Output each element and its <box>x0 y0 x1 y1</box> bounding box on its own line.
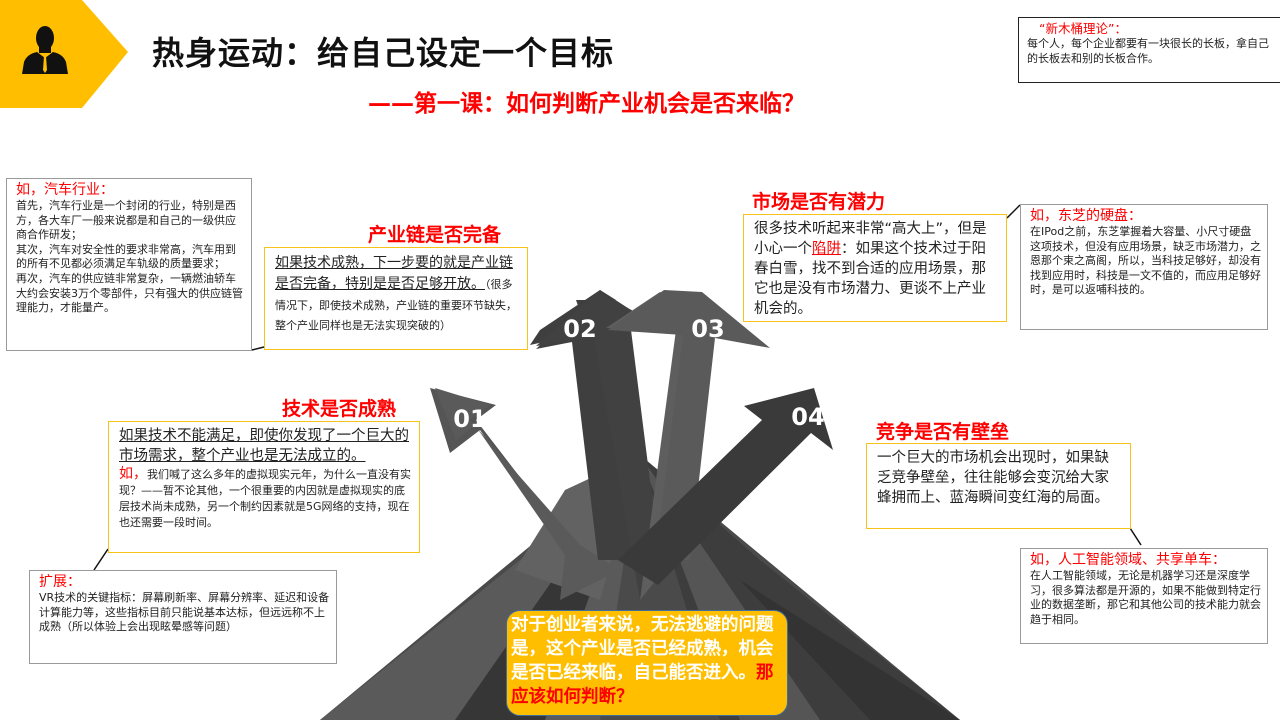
vr-extension-box: 扩展： VR技术的关键指标：屏幕刷新率、屏幕分辨率、延迟和设备计算能力等，这些指… <box>29 570 337 664</box>
vr-extension-body: VR技术的关键指标：屏幕刷新率、屏幕分辨率、延迟和设备计算能力等，这些指标目前只… <box>39 591 330 634</box>
market-main-before: 很多技术听起来非常“高大上”，但是小心一个 <box>754 221 987 257</box>
tech-example-prefix: 如， <box>119 466 147 482</box>
tech-main: 如果技术不能满足，即使你发现了一个巨大的市场需求，整个产业也是无法成立的。 <box>119 428 409 464</box>
toshiba-example-box: 如，东芝的硬盘： 在IPod之前，东芝掌握着大容量、小尺寸硬盘这项技术，但没有应… <box>1020 204 1268 330</box>
tech-example-body: 我们喊了这么多年的虚拟现实元年，为什么一直没有实现？——暂不论其他，一个很重要的… <box>119 468 411 529</box>
header-badge <box>0 0 128 108</box>
person-silhouette-icon <box>22 26 68 74</box>
arrow-04 <box>618 388 833 585</box>
arrow-number-01: 01 <box>453 405 486 433</box>
market-box: 很多技术听起来非常“高大上”，但是小心一个陷阱：如果这个技术过于阳春白雪，找不到… <box>743 214 1007 322</box>
connector-tech-vr <box>93 548 109 571</box>
chain-heading: 产业链是否完备 <box>368 224 502 246</box>
market-trap-link[interactable]: 陷阱 <box>812 241 841 257</box>
arrow-number-02: 02 <box>563 315 596 343</box>
arrow-02 <box>530 290 672 600</box>
theory-body: 每个人，每个企业都要有一块很长的长板，拿自己的长板去和别的长板合作。 <box>1027 37 1269 65</box>
connector-competition-ai <box>1129 527 1142 546</box>
arrow-number-04: 04 <box>791 403 824 431</box>
tech-box: 如果技术不能满足，即使你发现了一个巨大的市场需求，整个产业也是无法成立的。 如，… <box>108 421 420 553</box>
page-title: 热身运动：给自己设定一个目标 <box>152 34 615 72</box>
connector-market-toshiba <box>1006 204 1021 219</box>
center-callout: 对于创业者来说，无法逃避的问题是，这个产业是否已经成熟，机会是否已经来临，自己能… <box>506 610 788 716</box>
ai-example-title: 如，人工智能领域、共享单车： <box>1030 552 1226 568</box>
connector-auto-chain <box>251 346 265 351</box>
competition-heading: 竞争是否有壁垒 <box>876 421 1010 443</box>
auto-example-body: 首先，汽车行业是一个封闭的行业，特别是西方，各大车厂一般来说都是和自己的一级供应… <box>16 199 243 315</box>
arrow-03 <box>606 290 770 600</box>
theory-title: “新木桶理论”： <box>1039 21 1127 36</box>
vr-extension-title: 扩展： <box>39 574 81 590</box>
toshiba-example-body: 在IPod之前，东芝掌握着大容量、小尺寸硬盘这项技术，但没有应用场景，缺乏市场潜… <box>1030 225 1261 297</box>
chain-note: （很多情况下，即使技术成熟，产业链的重要环节缺失，整个产业同样也是无法实现突破的… <box>275 278 517 332</box>
theory-box: “新木桶理论”： 每个人，每个企业都要有一块很长的长板，拿自己的长板去和别的长板… <box>1018 17 1280 83</box>
center-text: 对于创业者来说，无法逃避的问题是，这个产业是否已经成熟，机会是否已经来临，自己能… <box>511 615 774 683</box>
market-main-after: ：如果这个技术过于阳春白雪，找不到合适的应用场景，那它也是没有市场潜力、更谈不上… <box>754 241 986 317</box>
chain-box: 如果技术成熟，下一步要的就是产业链是否完备，特别是是否足够开放。（很多情况下，即… <box>264 247 528 350</box>
page-subtitle: ——第一课：如何判断产业机会是否来临？ <box>368 91 805 117</box>
arrow-01 <box>430 388 620 600</box>
toshiba-example-title: 如，东芝的硬盘： <box>1030 208 1142 224</box>
ai-example-body: 在人工智能领域，无论是机器学习还是深度学习，很多算法都是开源的，如果不能做到特定… <box>1030 569 1261 626</box>
chain-main: 如果技术成熟，下一步要的就是产业链是否完备，特别是是否足够开放。 <box>275 255 513 292</box>
ai-example-box: 如，人工智能领域、共享单车： 在人工智能领域，无论是机器学习还是深度学习，很多算… <box>1020 548 1268 644</box>
center-question: 那应该如何判断？ <box>511 663 774 707</box>
auto-example-title: 如，汽车行业： <box>16 182 114 198</box>
competition-box: 一个巨大的市场机会出现时，如果缺乏竞争壁垒，往往能够会变沉给大家蜂拥而上、蓝海瞬… <box>866 443 1131 529</box>
auto-example-box: 如，汽车行业： 首先，汽车行业是一个封闭的行业，特别是西方，各大车厂一般来说都是… <box>6 178 252 351</box>
tech-heading: 技术是否成熟 <box>282 398 397 420</box>
arrow-number-03: 03 <box>691 315 724 343</box>
market-heading: 市场是否有潜力 <box>752 191 886 213</box>
